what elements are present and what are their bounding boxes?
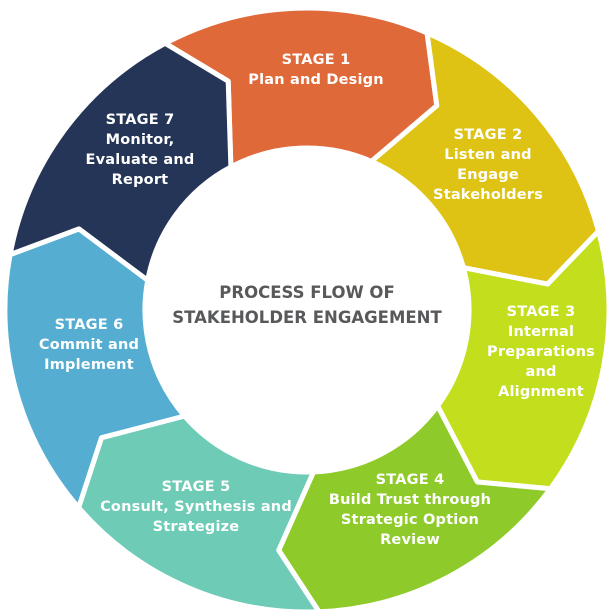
stage-2-description: Listen and Engage Stakeholders — [433, 147, 543, 203]
stage-1-label: STAGE 1 Plan and Design — [248, 50, 383, 90]
stage-3-label: STAGE 3 Internal Preparations and Alignm… — [487, 302, 595, 402]
stage-4-description: Build Trust through Strategic Option Rev… — [328, 492, 492, 548]
stage-1-number: STAGE 1 — [281, 52, 351, 68]
stage-3-description: Internal Preparations and Alignment — [487, 324, 595, 400]
stage-2-label: STAGE 2 Listen and Engage Stakeholders — [425, 125, 552, 205]
center-title-line-2: STAKEHOLDER ENGAGEMENT — [172, 308, 442, 327]
stage-4-number: STAGE 4 — [375, 472, 445, 488]
stage-6-number: STAGE 6 — [54, 317, 124, 333]
stage-6-label: STAGE 6 Commit and Implement — [39, 315, 139, 375]
stage-7-segment — [7, 40, 234, 283]
stage-5-label: STAGE 5 Consult, Synthesis and Strategiz… — [100, 477, 292, 537]
stage-7-description: Monitor, Evaluate and Report — [85, 132, 195, 188]
stage-4-label: STAGE 4 Build Trust through Strategic Op… — [329, 470, 491, 550]
stage-6-description: Commit and Implement — [38, 337, 140, 373]
center-title-line-1: PROCESS FLOW OF — [219, 283, 395, 302]
stage-7-label: STAGE 7 Monitor, Evaluate and Report — [86, 110, 195, 190]
stage-5-number: STAGE 5 — [161, 479, 231, 495]
stage-5-description: Consult, Synthesis and Strategize — [100, 499, 292, 535]
stage-1-description: Plan and Design — [248, 72, 384, 88]
stage-7-number: STAGE 7 — [105, 112, 175, 128]
stage-3-number: STAGE 3 — [506, 304, 576, 320]
center-title: PROCESS FLOW OF STAKEHOLDER ENGAGEMENT — [172, 280, 441, 330]
stage-2-number: STAGE 2 — [453, 127, 523, 143]
